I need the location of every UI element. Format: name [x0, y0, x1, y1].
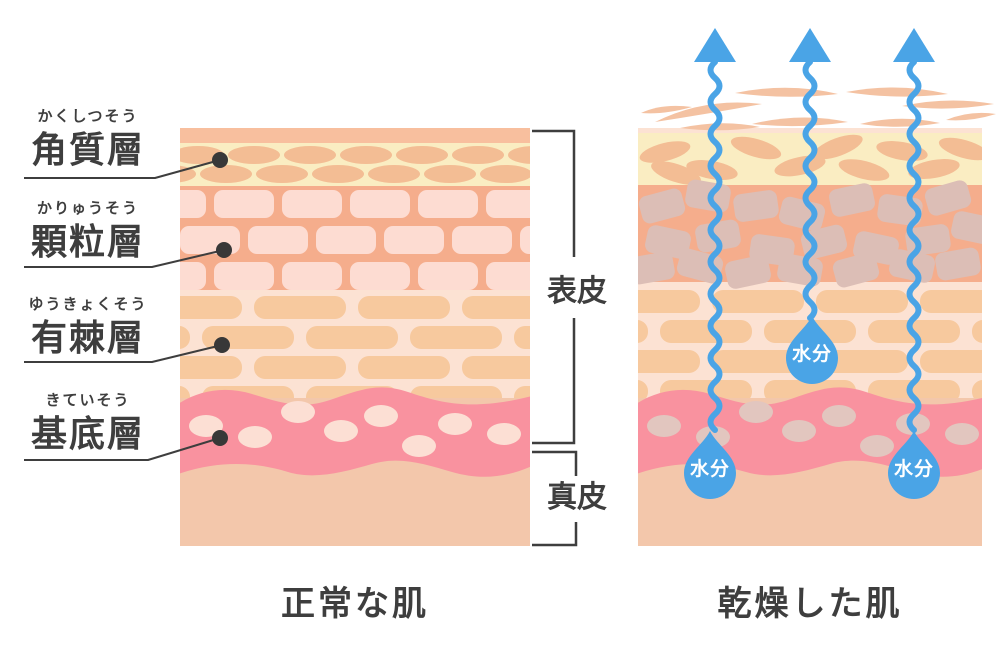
layer-name: 角質層	[30, 130, 145, 171]
droplet-label: 水分	[689, 458, 730, 480]
moisture-wavy-line	[707, 59, 723, 433]
normal-skin-diagram	[180, 128, 530, 546]
layer-ruby: ゆうきょくそう	[28, 295, 148, 313]
layer-ruby: かりゅうそう	[36, 199, 139, 217]
layer-name: 顆粒層	[30, 222, 145, 263]
skin-flakes	[641, 87, 996, 131]
caption-normal-skin: 正常な肌	[281, 584, 429, 624]
label-spinous-layer: ゆうきょくそう 有棘層	[20, 292, 156, 362]
spinous-layer-dry	[638, 290, 982, 403]
granular-layer-normal	[180, 186, 530, 290]
label-basal-layer: きていそう 基底層	[20, 388, 156, 458]
droplet-label: 水分	[893, 458, 934, 480]
corneum-layer-normal	[180, 143, 530, 186]
moisture-arrows	[694, 28, 935, 433]
up-arrow-icon	[789, 28, 831, 62]
caption-dry-skin: 乾燥した肌	[717, 584, 903, 624]
up-arrow-icon	[893, 28, 935, 62]
droplet-label: 水分	[791, 343, 832, 365]
label-connectors	[24, 152, 232, 461]
label-stratum-corneum: かくしつそう 角質層	[20, 104, 156, 174]
dermis-label: 真皮	[547, 480, 607, 515]
basal-layer-dry	[638, 387, 982, 477]
up-arrow-icon	[694, 28, 736, 62]
basal-layer-normal	[180, 387, 530, 477]
label-granular-layer: かりゅうそう 顆粒層	[20, 196, 156, 266]
layer-ruby: きていそう	[45, 391, 131, 409]
skin-surface-strip	[180, 128, 530, 143]
epidermis-bracket	[532, 129, 576, 445]
dermis-bracket	[532, 450, 578, 547]
layer-name: 有棘層	[30, 318, 145, 359]
epidermis-label: 表皮	[547, 274, 607, 309]
layer-name: 基底層	[30, 414, 145, 455]
moisture-wavy-line	[906, 59, 922, 433]
moisture-wavy-line	[802, 59, 818, 321]
layer-ruby: かくしつそう	[37, 107, 139, 125]
